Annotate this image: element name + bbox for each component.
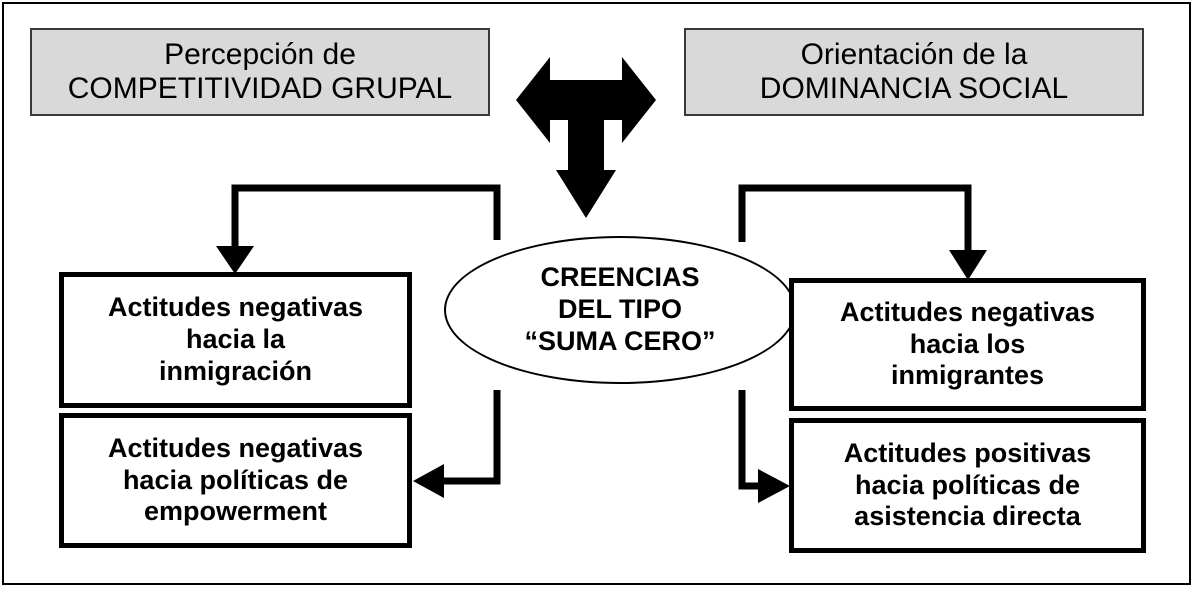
arrowhead-right-top <box>949 250 987 280</box>
predictor-group-competitiveness: Percepción de COMPETITIVIDAD GRUPAL <box>30 28 490 116</box>
predictor-social-dominance: Orientación de la DOMINANCIA SOCIAL <box>684 28 1144 116</box>
arrowhead-left-top <box>216 246 254 274</box>
left-top-connector <box>231 184 501 248</box>
right-top-connector <box>738 184 972 252</box>
outcome-negative-attitudes-empowerment: Actitudes negativas hacia políticas de e… <box>59 413 412 548</box>
outcome-positive-attitudes-direct-assistance: Actitudes positivas hacia políticas de a… <box>789 418 1146 553</box>
outcome-negative-attitudes-immigration: Actitudes negativas hacia la inmigración <box>59 272 412 408</box>
arrowhead-right-bottom <box>758 469 790 503</box>
outcome-negative-attitudes-immigrants: Actitudes negativas hacia los inmigrante… <box>789 278 1146 411</box>
arrowhead-left-bottom <box>413 464 444 498</box>
mediator-zero-sum-beliefs: CREENCIAS DEL TIPO “SUMA CERO” <box>444 236 796 384</box>
bidirectional-t-arrow <box>516 57 656 218</box>
right-bottom-connector <box>738 390 762 490</box>
left-bottom-connector <box>440 390 501 485</box>
